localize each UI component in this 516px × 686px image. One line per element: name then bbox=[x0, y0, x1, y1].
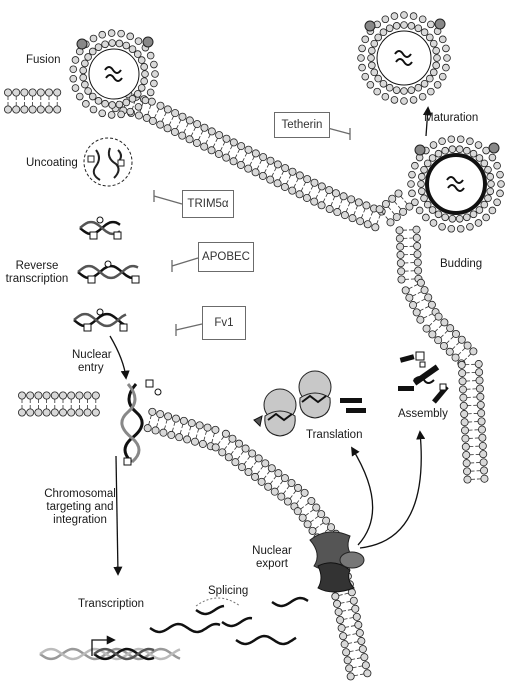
rt-complex-2 bbox=[77, 260, 140, 284]
ribosomes bbox=[253, 370, 366, 437]
arrow-maturation bbox=[422, 106, 433, 137]
rna-4 bbox=[235, 634, 297, 646]
rna-5 bbox=[195, 604, 225, 616]
label-reverse-transcription-1: Reverse bbox=[15, 260, 59, 272]
arrow-transcription-start bbox=[91, 635, 116, 656]
label-nuclear-entry-2: entry bbox=[78, 362, 104, 374]
inhibition-lines bbox=[153, 125, 351, 336]
membrane-fusion-left bbox=[4, 88, 62, 114]
virions bbox=[69, 11, 505, 233]
arrow-to-translation bbox=[351, 446, 374, 546]
virion-fusing bbox=[69, 29, 159, 119]
label-nuclear-entry-1: Nuclear bbox=[72, 349, 112, 361]
rna-2 bbox=[221, 616, 253, 628]
virion-budding bbox=[407, 135, 505, 233]
reverse-transcription-complexes bbox=[73, 216, 140, 332]
integrating-helix bbox=[120, 379, 162, 466]
arrow-integration bbox=[113, 455, 123, 576]
label-translation: Translation bbox=[306, 429, 363, 441]
rna-3 bbox=[271, 596, 309, 608]
label-chromosomal-3: integration bbox=[53, 514, 107, 526]
rna-1 bbox=[149, 622, 221, 634]
label-transcription: Transcription bbox=[78, 598, 145, 610]
label-splicing: Splicing bbox=[208, 585, 249, 597]
rt-complex-3 bbox=[73, 308, 128, 332]
nuclear-pore bbox=[309, 531, 365, 593]
apobec-box: APOBEC bbox=[198, 242, 254, 272]
membrane-plasma-main bbox=[111, 87, 414, 232]
chromosomal-dna bbox=[39, 379, 181, 661]
integrated-provirus bbox=[93, 647, 155, 661]
arrow-nuclear-entry bbox=[109, 335, 130, 380]
assembly-components bbox=[398, 351, 449, 404]
virion-mature bbox=[357, 11, 451, 105]
membrane-nuclear-left bbox=[17, 391, 100, 417]
membrane-plasma-lower bbox=[395, 225, 489, 484]
label-uncoating: Uncoating bbox=[26, 157, 78, 169]
spliced-rnas bbox=[149, 596, 309, 646]
label-chromosomal-2: targeting and bbox=[46, 501, 114, 513]
splicing-loop bbox=[195, 597, 241, 607]
tetherin-box: Tetherin bbox=[274, 112, 330, 138]
label-chromosomal-1: Chromosomal bbox=[44, 488, 116, 500]
label-nuclear-export-1: Nuclear bbox=[252, 545, 292, 557]
trim5a-box: TRIM5α bbox=[182, 190, 234, 218]
label-budding: Budding bbox=[440, 258, 483, 270]
label-fusion: Fusion bbox=[26, 54, 61, 66]
label-assembly: Assembly bbox=[398, 408, 448, 420]
arrow-to-assembly bbox=[359, 430, 426, 549]
label-nuclear-export-2: export bbox=[256, 558, 288, 570]
label-maturation: Maturation bbox=[424, 112, 479, 124]
arrows bbox=[91, 106, 433, 656]
uncoating-capsid bbox=[83, 137, 133, 187]
membranes bbox=[4, 87, 489, 681]
label-reverse-transcription-2: transcription bbox=[5, 273, 69, 285]
rt-complex-1 bbox=[79, 216, 122, 240]
fv1-box: Fv1 bbox=[202, 306, 246, 340]
